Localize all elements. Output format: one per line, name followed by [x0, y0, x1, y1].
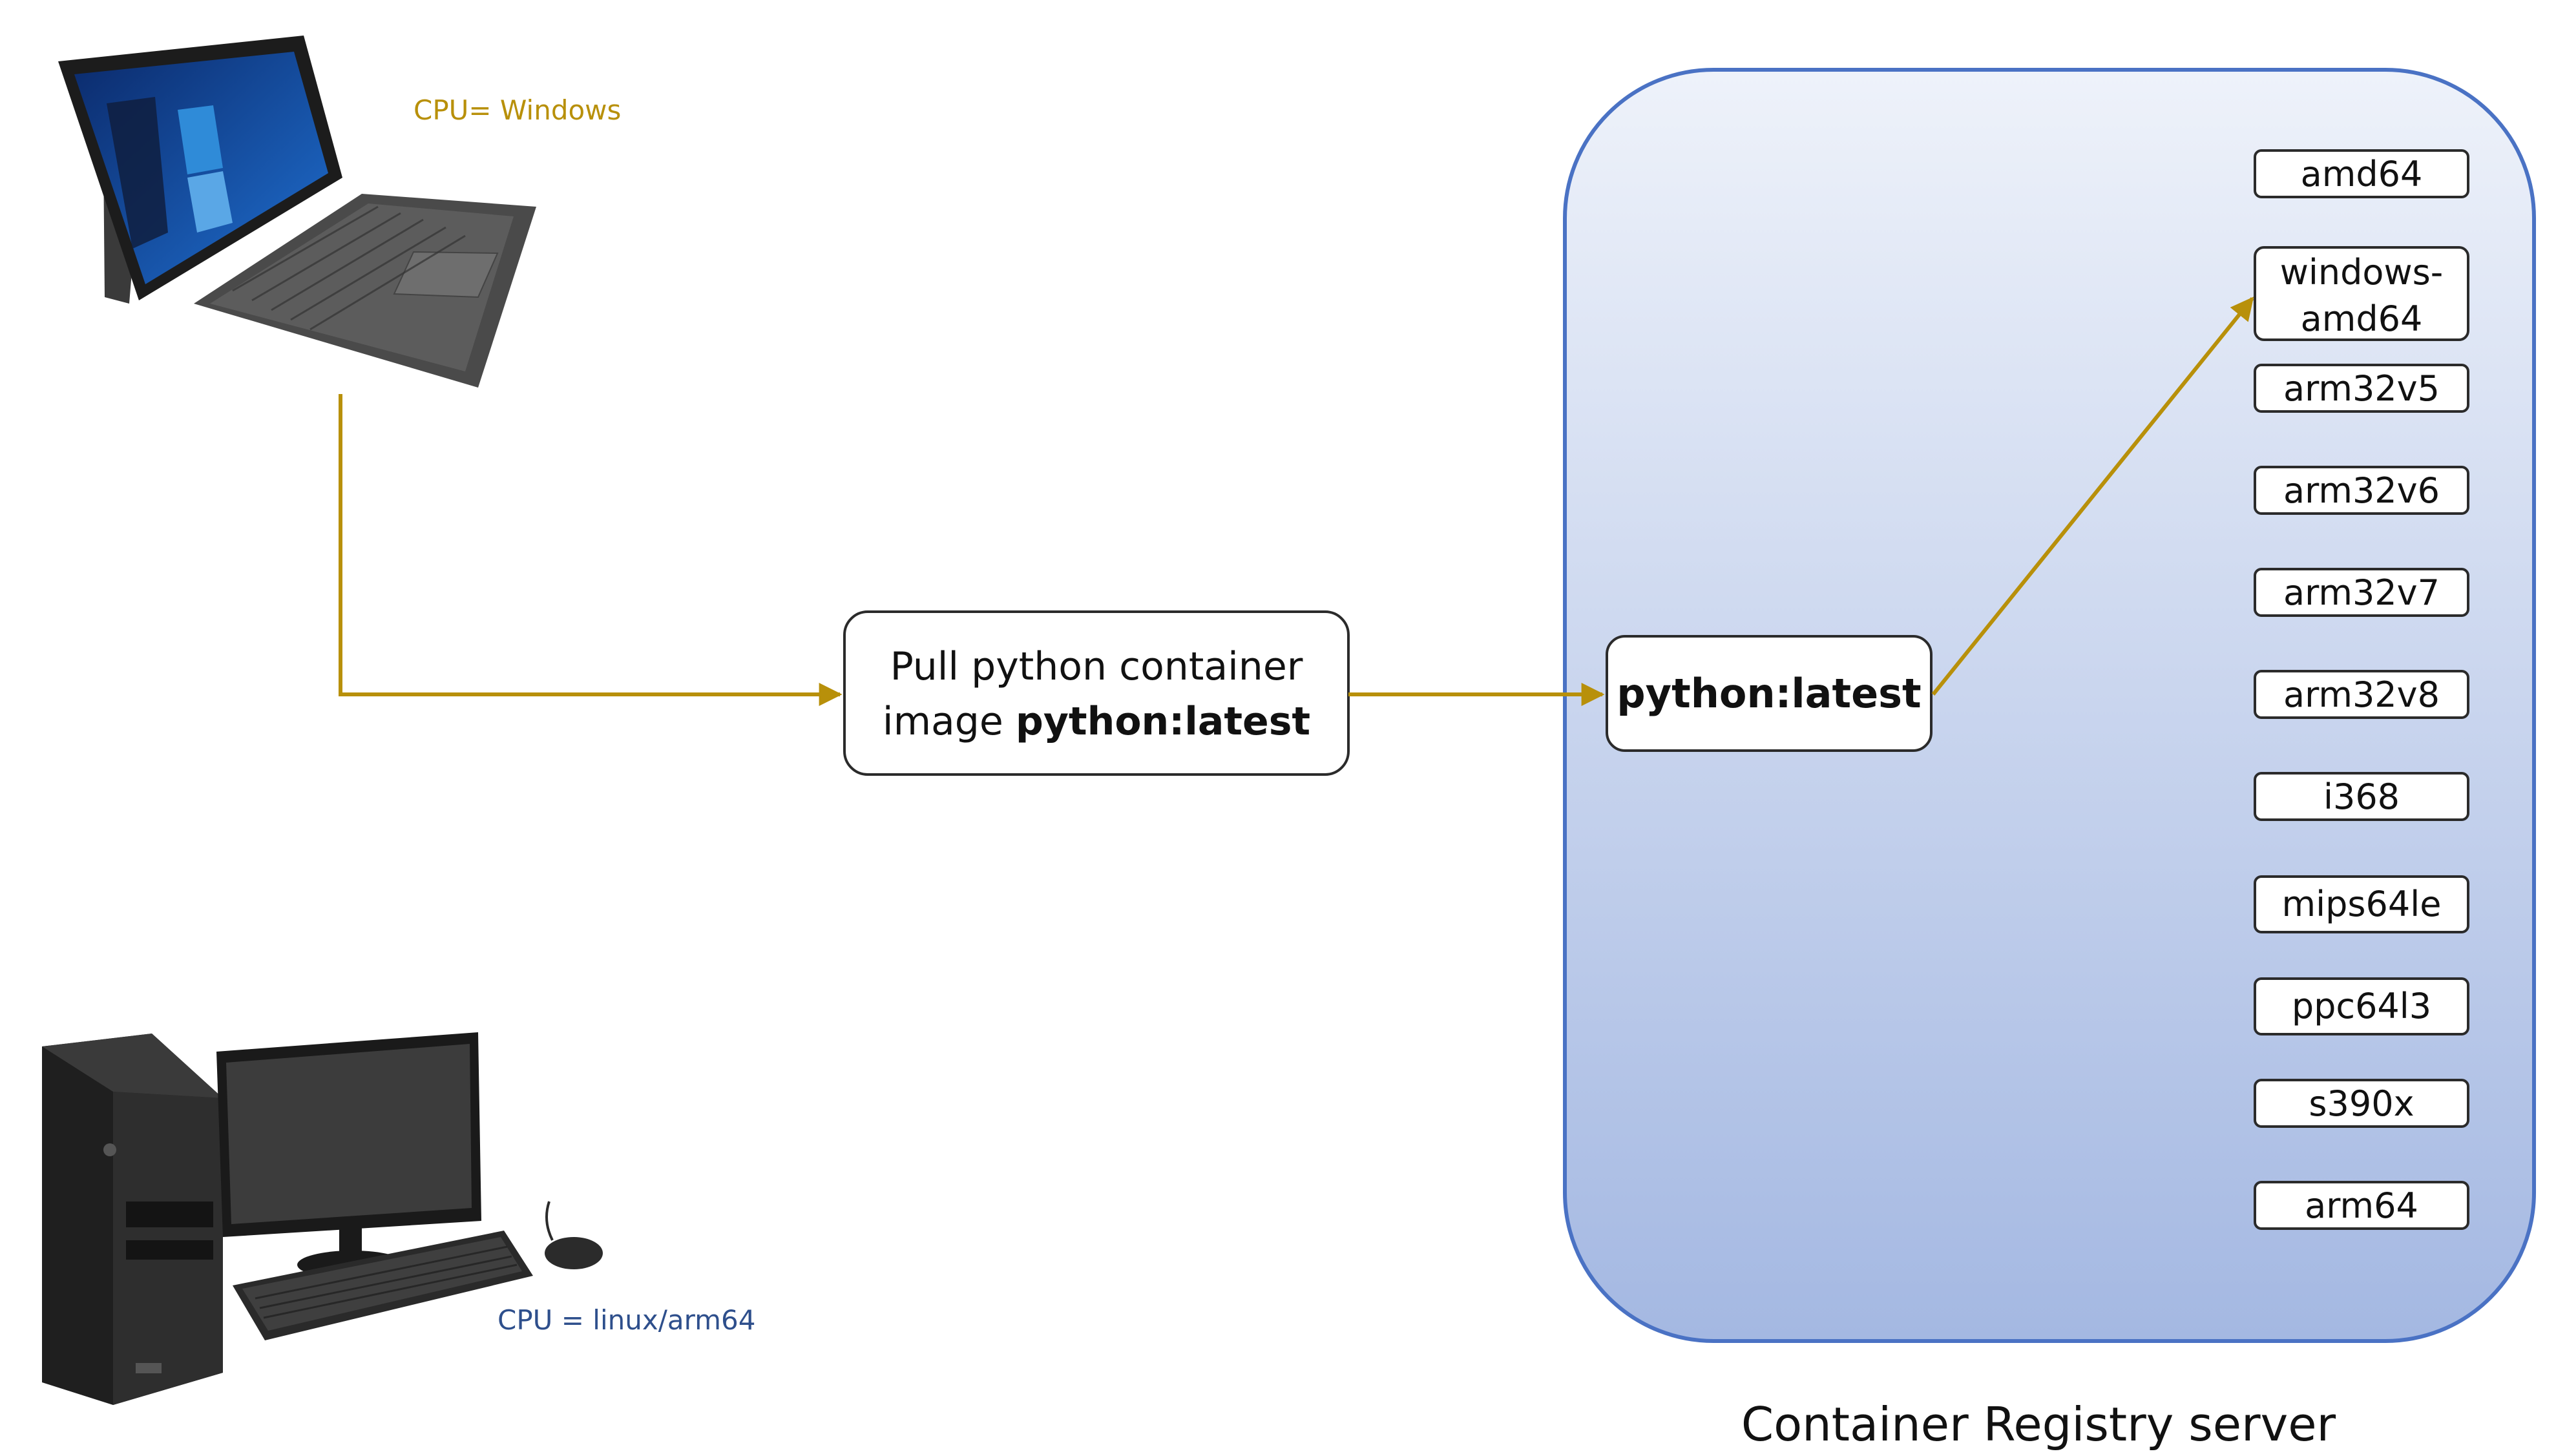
tag-to-windows-amd64-arrow [1931, 296, 2254, 696]
arch-ppc64l3: ppc64l3 [2254, 977, 2469, 1035]
pull-box-line1: Pull python container [890, 644, 1303, 689]
laptop-to-pull-arrow [339, 394, 843, 706]
arch-label: mips64le [2282, 884, 2442, 924]
laptop-tablet-icon [58, 36, 536, 388]
arch-arm64: arm64 [2254, 1181, 2469, 1230]
pull-box-line2: image python:latest [883, 699, 1310, 744]
arch-label: amd64 [2301, 154, 2423, 194]
registry-image-tag: python:latest [1617, 670, 1921, 717]
arch-label: arm32v7 [2283, 572, 2440, 613]
arch-label: ppc64l3 [2292, 986, 2431, 1026]
arch-amd64: amd64 [2254, 149, 2469, 198]
arch-label: windows- [2280, 252, 2444, 293]
arch-arm32v7: arm32v7 [2254, 568, 2469, 617]
arch-label: arm32v6 [2283, 470, 2440, 511]
pull-image-box: Pull python container image python:lates… [843, 610, 1350, 776]
arch-arm32v5: arm32v5 [2254, 364, 2469, 413]
arch-i368: i368 [2254, 772, 2469, 821]
arch-label: arm32v8 [2283, 674, 2440, 715]
arch-mips64le: mips64le [2254, 875, 2469, 933]
arch-windows-amd64: windows- amd64 [2254, 246, 2469, 341]
arch-label: s390x [2309, 1083, 2414, 1124]
linux-cpu-label: CPU = linux/arm64 [498, 1304, 756, 1336]
arch-label: arm64 [2305, 1185, 2418, 1226]
arch-label: arm32v5 [2283, 368, 2440, 409]
desktop-computer-icon [42, 1032, 603, 1405]
arch-label: i368 [2323, 776, 2400, 817]
arch-arm32v6: arm32v6 [2254, 466, 2469, 515]
arch-s390x: s390x [2254, 1079, 2469, 1128]
arch-label: amd64 [2301, 298, 2423, 339]
registry-caption: Container Registry server [1741, 1397, 2336, 1451]
pull-box-line2-prefix: image [883, 699, 1016, 744]
pull-box-image-tag: python:latest [1016, 699, 1310, 744]
registry-image-tag-box: python:latest [1606, 635, 1933, 752]
windows-cpu-label: CPU= Windows [414, 94, 621, 126]
arch-arm32v8: arm32v8 [2254, 670, 2469, 719]
